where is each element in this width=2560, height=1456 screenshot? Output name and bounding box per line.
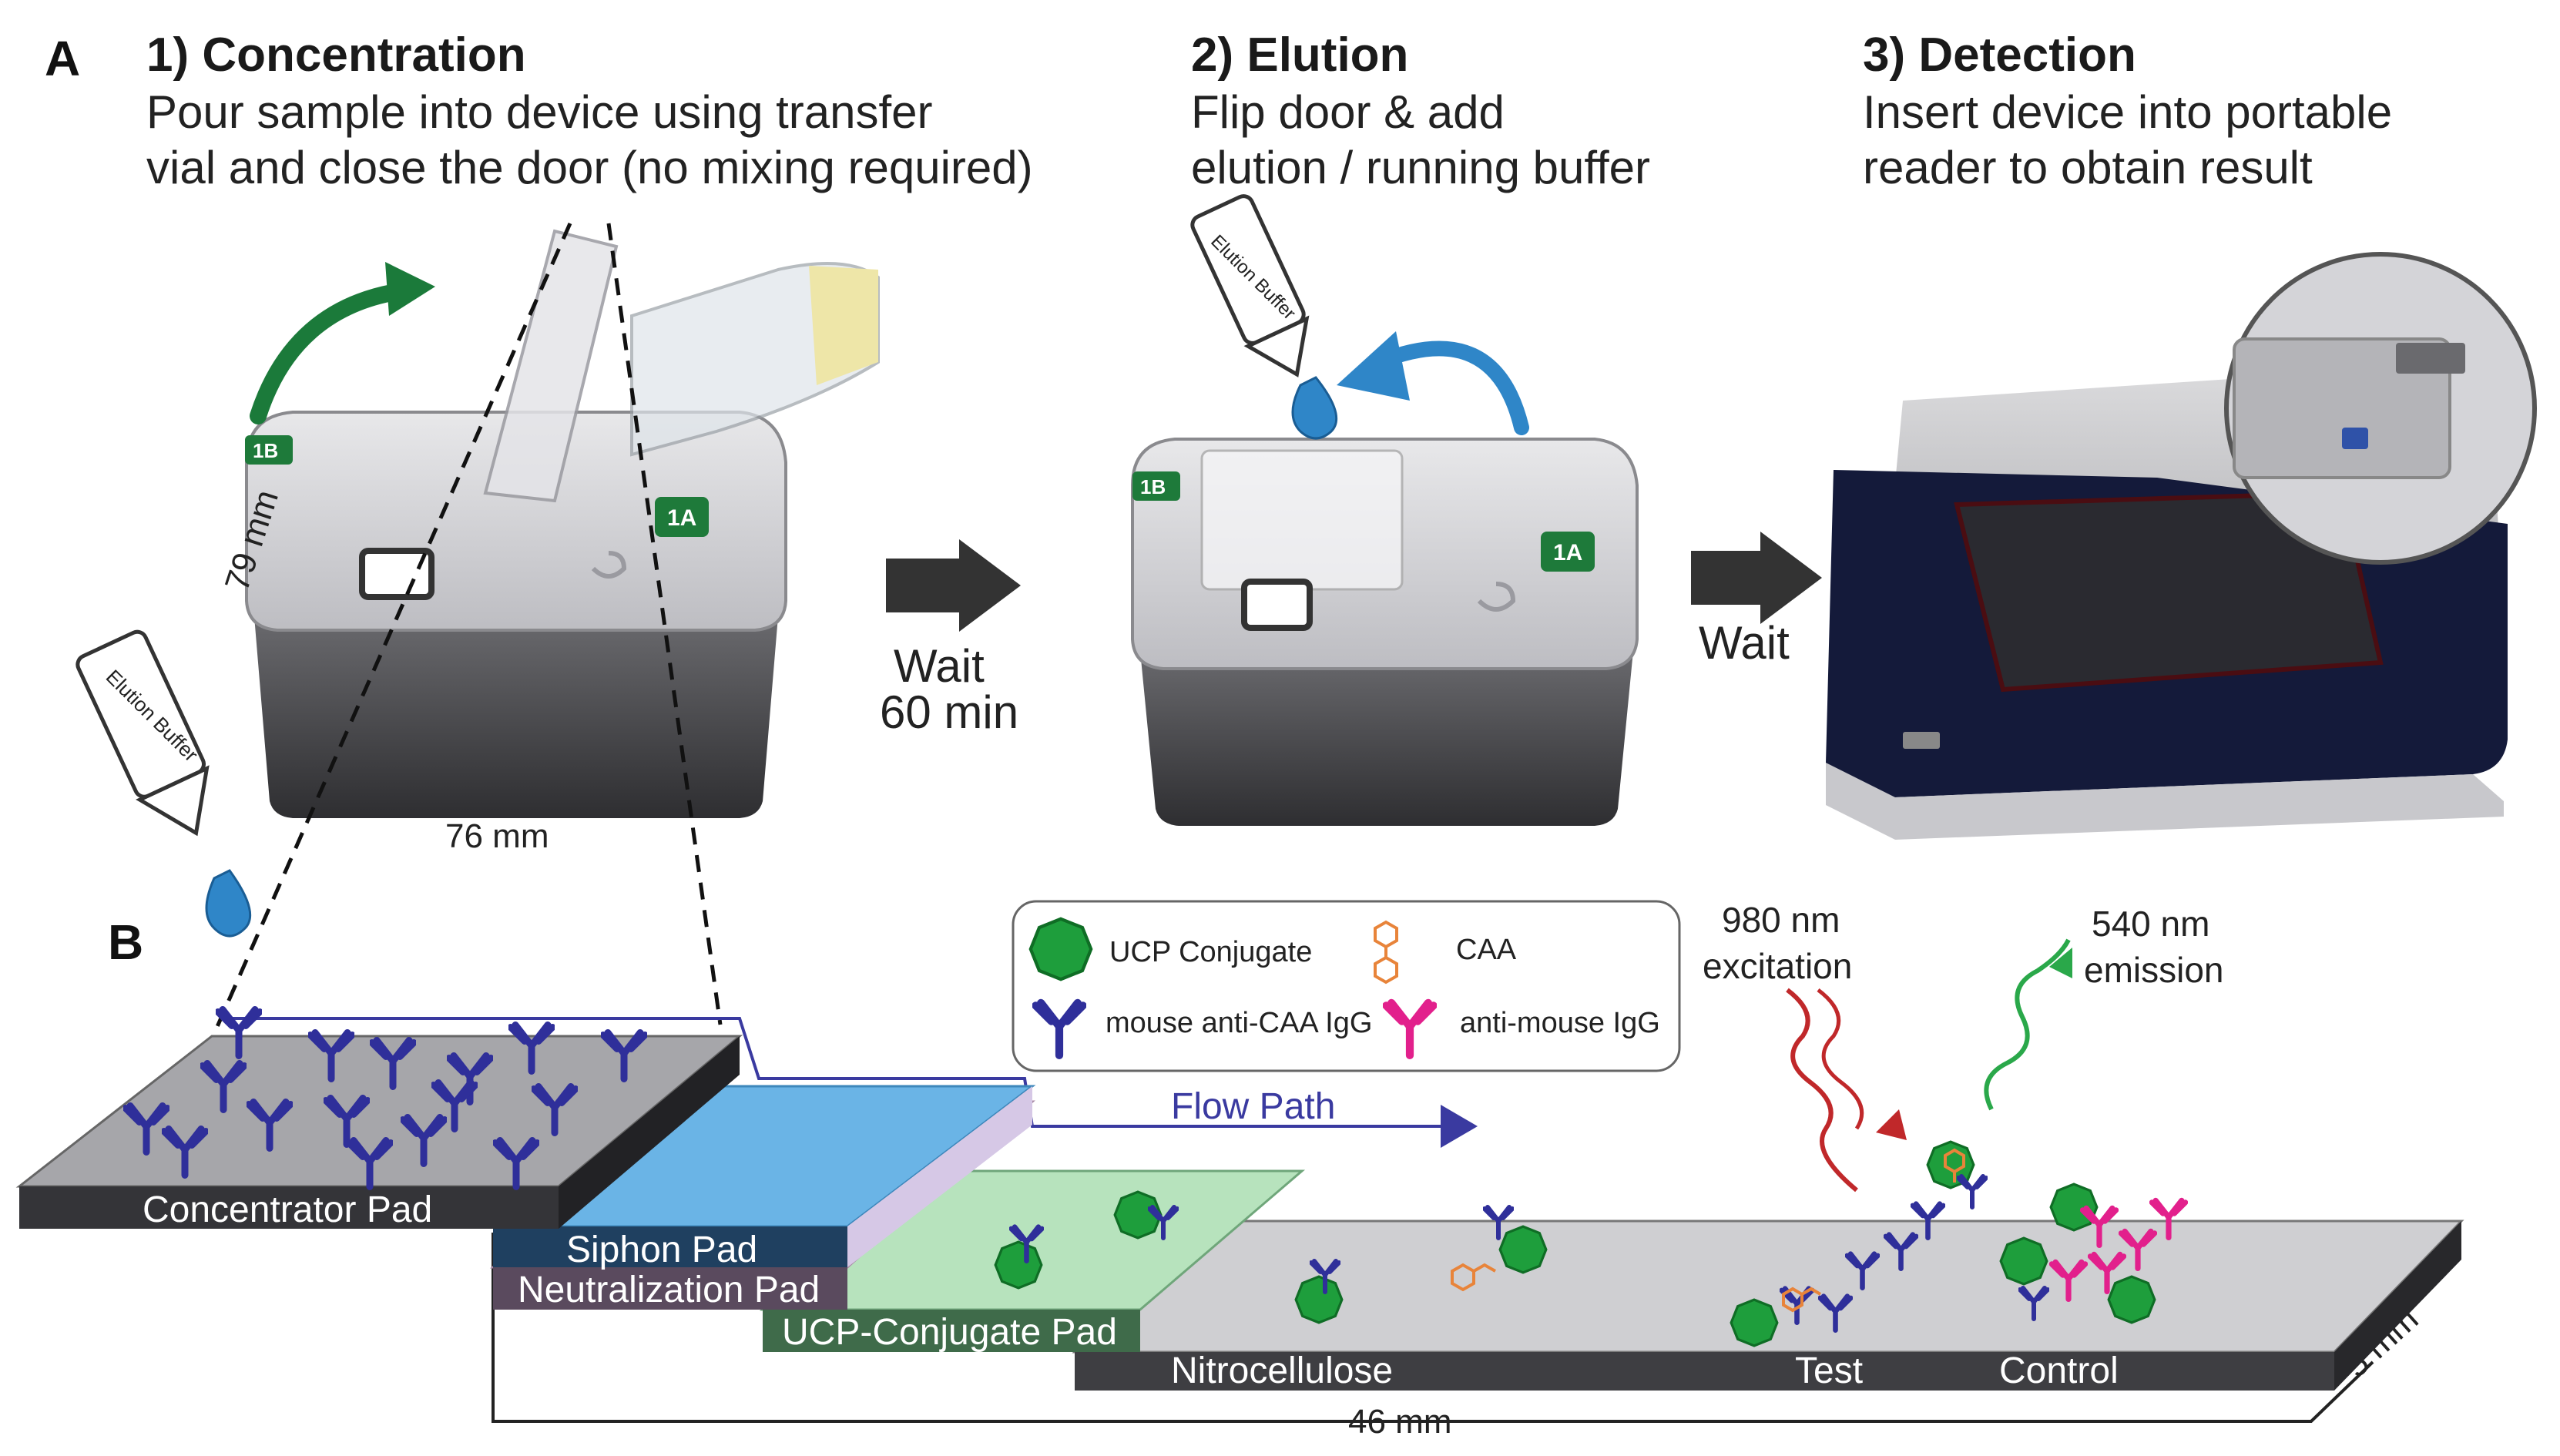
legend-anti-mouse-label: anti-mouse IgG xyxy=(1460,1007,1660,1039)
nitrocellulose-label: Nitrocellulose xyxy=(1171,1350,1393,1391)
legend-caa-label: CAA xyxy=(1456,934,1517,966)
excitation-label: excitation xyxy=(1703,946,1852,986)
device-1: 1A 1B 79 mm 76 mm Elution Buffer xyxy=(75,229,880,938)
reader-zoom-device xyxy=(2233,337,2451,479)
step-arrow-2 xyxy=(1691,532,1822,624)
legend-ucp-label: UCP Conjugate xyxy=(1109,936,1312,968)
neutralization-pad-front xyxy=(493,1267,847,1310)
device-2-window xyxy=(1241,579,1313,631)
concentrator-pad-label: Concentrator Pad xyxy=(143,1189,432,1230)
zoom-line-right xyxy=(606,223,723,1025)
reader-base xyxy=(1826,763,2504,840)
excitation-value: 980 nm xyxy=(1722,900,1840,940)
elution-buffer-vial-1: Elution Buffer xyxy=(75,629,210,837)
flip-door-arrow xyxy=(1371,341,1529,435)
device-1-tag-1b xyxy=(245,435,293,465)
legend-box xyxy=(1012,900,1681,1072)
flow-path-label: Flow Path xyxy=(1171,1086,1335,1127)
neutralization-pad-label: Neutralization Pad xyxy=(518,1270,820,1310)
concentrator-pad-side xyxy=(559,1036,740,1229)
step-2-title: 2) Elution xyxy=(1191,29,1408,82)
device-1-tag-1a xyxy=(655,497,709,537)
buffer-drop-1 xyxy=(205,869,252,938)
legend-ucp-icon xyxy=(1031,919,1091,979)
emission-arrow-head xyxy=(2049,948,2072,978)
test-line-label: Test xyxy=(1795,1350,1863,1391)
device-1-width-dim: 76 mm xyxy=(445,817,549,855)
buffer-drop-2 xyxy=(1291,376,1338,440)
siphon-pad-front xyxy=(493,1226,847,1267)
device-2-tag-1b xyxy=(1132,471,1180,501)
panel-b-letter: B xyxy=(108,914,143,970)
concentrator-pad-front xyxy=(19,1186,559,1229)
step-1-line-2: vial and close the door (no mixing requi… xyxy=(146,142,1033,193)
portable-reader xyxy=(1826,252,2537,840)
excitation-wave xyxy=(1786,988,1858,1193)
conjugate-pad-front xyxy=(763,1310,1140,1352)
control-line-label: Control xyxy=(1999,1350,2119,1391)
excitation-arrow-head xyxy=(1876,1109,1907,1140)
step-2-line-1: Flip door & add xyxy=(1191,86,1505,138)
step-1-title: 1) Concentration xyxy=(146,29,526,82)
device-1-logo xyxy=(591,551,627,579)
step-2-line-2: elution / running buffer xyxy=(1191,142,1650,193)
device-1-tag-1b-text: 1B xyxy=(253,439,278,462)
flip-door-arrow-head xyxy=(1337,331,1410,401)
step-1-line-1: Pour sample into device using transfer xyxy=(146,86,933,138)
device-1-vial-liquid xyxy=(809,266,878,385)
conjugate-pad-label: UCP-Conjugate Pad xyxy=(782,1312,1117,1353)
wait-2: Wait xyxy=(1699,617,1790,669)
strip-length-dim: 46 mm xyxy=(1348,1403,1451,1441)
legend-mouse-igg-label: mouse anti-CAA IgG xyxy=(1106,1007,1372,1039)
device-2-tag-1a-text: 1A xyxy=(1553,540,1582,565)
step-3-caption: 3) Detection Insert device into portable… xyxy=(1863,29,2392,193)
nitrocellulose-front xyxy=(1075,1352,2334,1391)
legend: UCP Conjugate CAA mouse anti-CAA IgG ant… xyxy=(1012,900,1681,1072)
reader-usb-port xyxy=(1903,732,1940,749)
step-2-caption: 2) Elution Flip door & add elution / run… xyxy=(1191,29,1650,193)
open-door-arrow xyxy=(250,283,409,424)
siphon-pad-label: Siphon Pad xyxy=(566,1230,757,1270)
wait-1-line-2: 60 min xyxy=(880,686,1018,738)
reader-zoom-slot xyxy=(2396,343,2465,374)
panel-a-letter: A xyxy=(45,31,80,86)
device-2-logo xyxy=(1477,582,1516,612)
step-3-line-2: reader to obtain result xyxy=(1863,142,2313,193)
device-1-tag-1a-text: 1A xyxy=(667,505,696,531)
siphon-pad-side xyxy=(847,1086,1032,1267)
device-1-lower-body xyxy=(254,616,778,818)
flow-path-line xyxy=(223,1017,1478,1148)
emission-label: emission xyxy=(2084,950,2224,990)
step-3-line-1: Insert device into portable xyxy=(1863,86,2392,138)
emission-value: 540 nm xyxy=(2092,904,2209,944)
device-2-flipped-door xyxy=(1200,449,1404,591)
device-1-open-door xyxy=(483,229,619,503)
elution-buffer-vial-2: Elution Buffer xyxy=(1190,194,1310,377)
device-1-window xyxy=(359,548,434,600)
strip-frame xyxy=(492,1233,2374,1423)
step-1-caption: 1) Concentration Pour sample into device… xyxy=(146,29,1033,193)
wait-1-line-1: Wait xyxy=(894,640,985,692)
reader-screen xyxy=(1954,490,2384,693)
emission-wave xyxy=(1984,938,2071,1111)
caa-molecules xyxy=(1451,1148,1965,1313)
device-2: 1A 1B Elution Buffer xyxy=(1131,194,1639,826)
excitation-wave-2 xyxy=(1817,988,1864,1130)
step-3-title: 3) Detection xyxy=(1863,29,2136,82)
zoom-line-left xyxy=(206,222,572,1049)
device-2-tag-1b-text: 1B xyxy=(1140,475,1166,498)
device-2-lower-body xyxy=(1140,651,1633,826)
device-2-tag-1a xyxy=(1541,532,1595,572)
nitrocellulose-side xyxy=(2334,1221,2461,1391)
open-door-arrow-head xyxy=(385,262,435,316)
legend-caa-icon xyxy=(1374,920,1398,985)
step-arrow-1 xyxy=(886,539,1021,632)
reader-zoom-tag xyxy=(2342,428,2368,449)
